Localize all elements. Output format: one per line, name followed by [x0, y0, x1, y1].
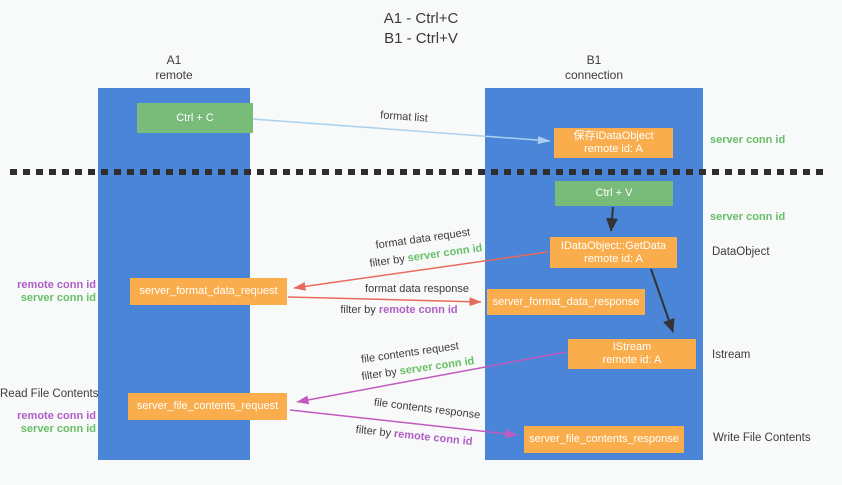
remote-conn-id-text: remote conn id	[378, 304, 458, 316]
label-istream: Istream	[712, 349, 751, 361]
node-save-idataobject-line2: remote id: A	[584, 143, 643, 155]
label-format-data-response: format data response	[365, 283, 469, 295]
node-ctrl-c: Ctrl + C	[137, 103, 253, 133]
diagram-title: A1 - Ctrl+C B1 - Ctrl+V	[0, 9, 842, 49]
node-server-file-contents-request: server_file_contents_request	[128, 393, 287, 420]
label-server-conn-id-right-2: server conn id	[710, 211, 786, 223]
node-istream: IStream remote id: A	[568, 339, 696, 369]
node-server-format-data-response: server_format_data_response	[487, 289, 645, 315]
lifeline-header-a1: A1 remote	[155, 53, 192, 83]
label-remote-conn-id-left-2: remote conn id	[17, 410, 96, 422]
remote-conn-id-text: remote conn id	[393, 427, 474, 449]
node-server-format-data-request-label: server_format_data_request	[139, 285, 278, 297]
node-idataobject-getdata-line1: IDataObject::GetData	[560, 239, 667, 252]
node-ctrl-v-label: Ctrl + V	[595, 187, 633, 199]
node-ctrl-v: Ctrl + V	[555, 181, 673, 206]
filter-by-text: filter by	[360, 366, 398, 383]
filter-by-text: filter by	[368, 253, 406, 270]
node-server-file-contents-response-label: server_file_contents_response	[529, 433, 679, 445]
label-read-file-contents: Read File Contents	[0, 388, 99, 400]
lifeline-header-b1: B1 connection	[565, 53, 623, 83]
node-istream-line1: IStream	[612, 341, 652, 353]
label-write-file-contents: Write File Contents	[713, 432, 811, 444]
lifeline-b1-name: B1	[586, 53, 602, 67]
node-server-format-data-request: server_format_data_request	[130, 278, 287, 305]
node-idataobject-getdata: IDataObject::GetData remote id: A	[550, 237, 677, 268]
node-server-file-contents-request-label: server_file_contents_request	[136, 400, 279, 412]
label-format-list: format list	[379, 109, 429, 125]
node-ctrl-c-label: Ctrl + C	[176, 111, 214, 124]
arrow-format-data-response	[287, 296, 482, 307]
label-remote-conn-id-left-1: remote conn id	[17, 279, 96, 291]
label-server-conn-id-left-2: server conn id	[20, 423, 96, 435]
lifeline-b1-role: connection	[564, 68, 624, 82]
label-file-contents-response: file contents response	[373, 396, 481, 422]
node-idataobject-getdata-line2: remote id: A	[584, 252, 643, 265]
node-server-format-data-response-label: server_format_data_response	[492, 295, 640, 308]
lifeline-a1-name: A1	[166, 53, 182, 67]
node-save-idataobject-line1: 保存IDataObject	[573, 130, 654, 142]
node-server-file-contents-response: server_file_contents_response	[524, 426, 684, 453]
label-server-conn-id-left-1: server conn id	[20, 292, 96, 304]
filter-by-text: filter by	[340, 304, 376, 316]
filter-by-text: filter by	[355, 423, 392, 440]
label-dataobject: DataObject	[712, 246, 770, 258]
lifeline-a1-role: remote	[155, 68, 193, 82]
label-server-conn-id-right-1: server conn id	[710, 134, 786, 146]
node-save-idataobject: 保存IDataObject remote id: A	[554, 128, 673, 158]
node-istream-line2: remote id: A	[602, 354, 662, 366]
title-line-1: A1 - Ctrl+C	[383, 10, 459, 27]
title-line-2: B1 - Ctrl+V	[384, 30, 458, 47]
